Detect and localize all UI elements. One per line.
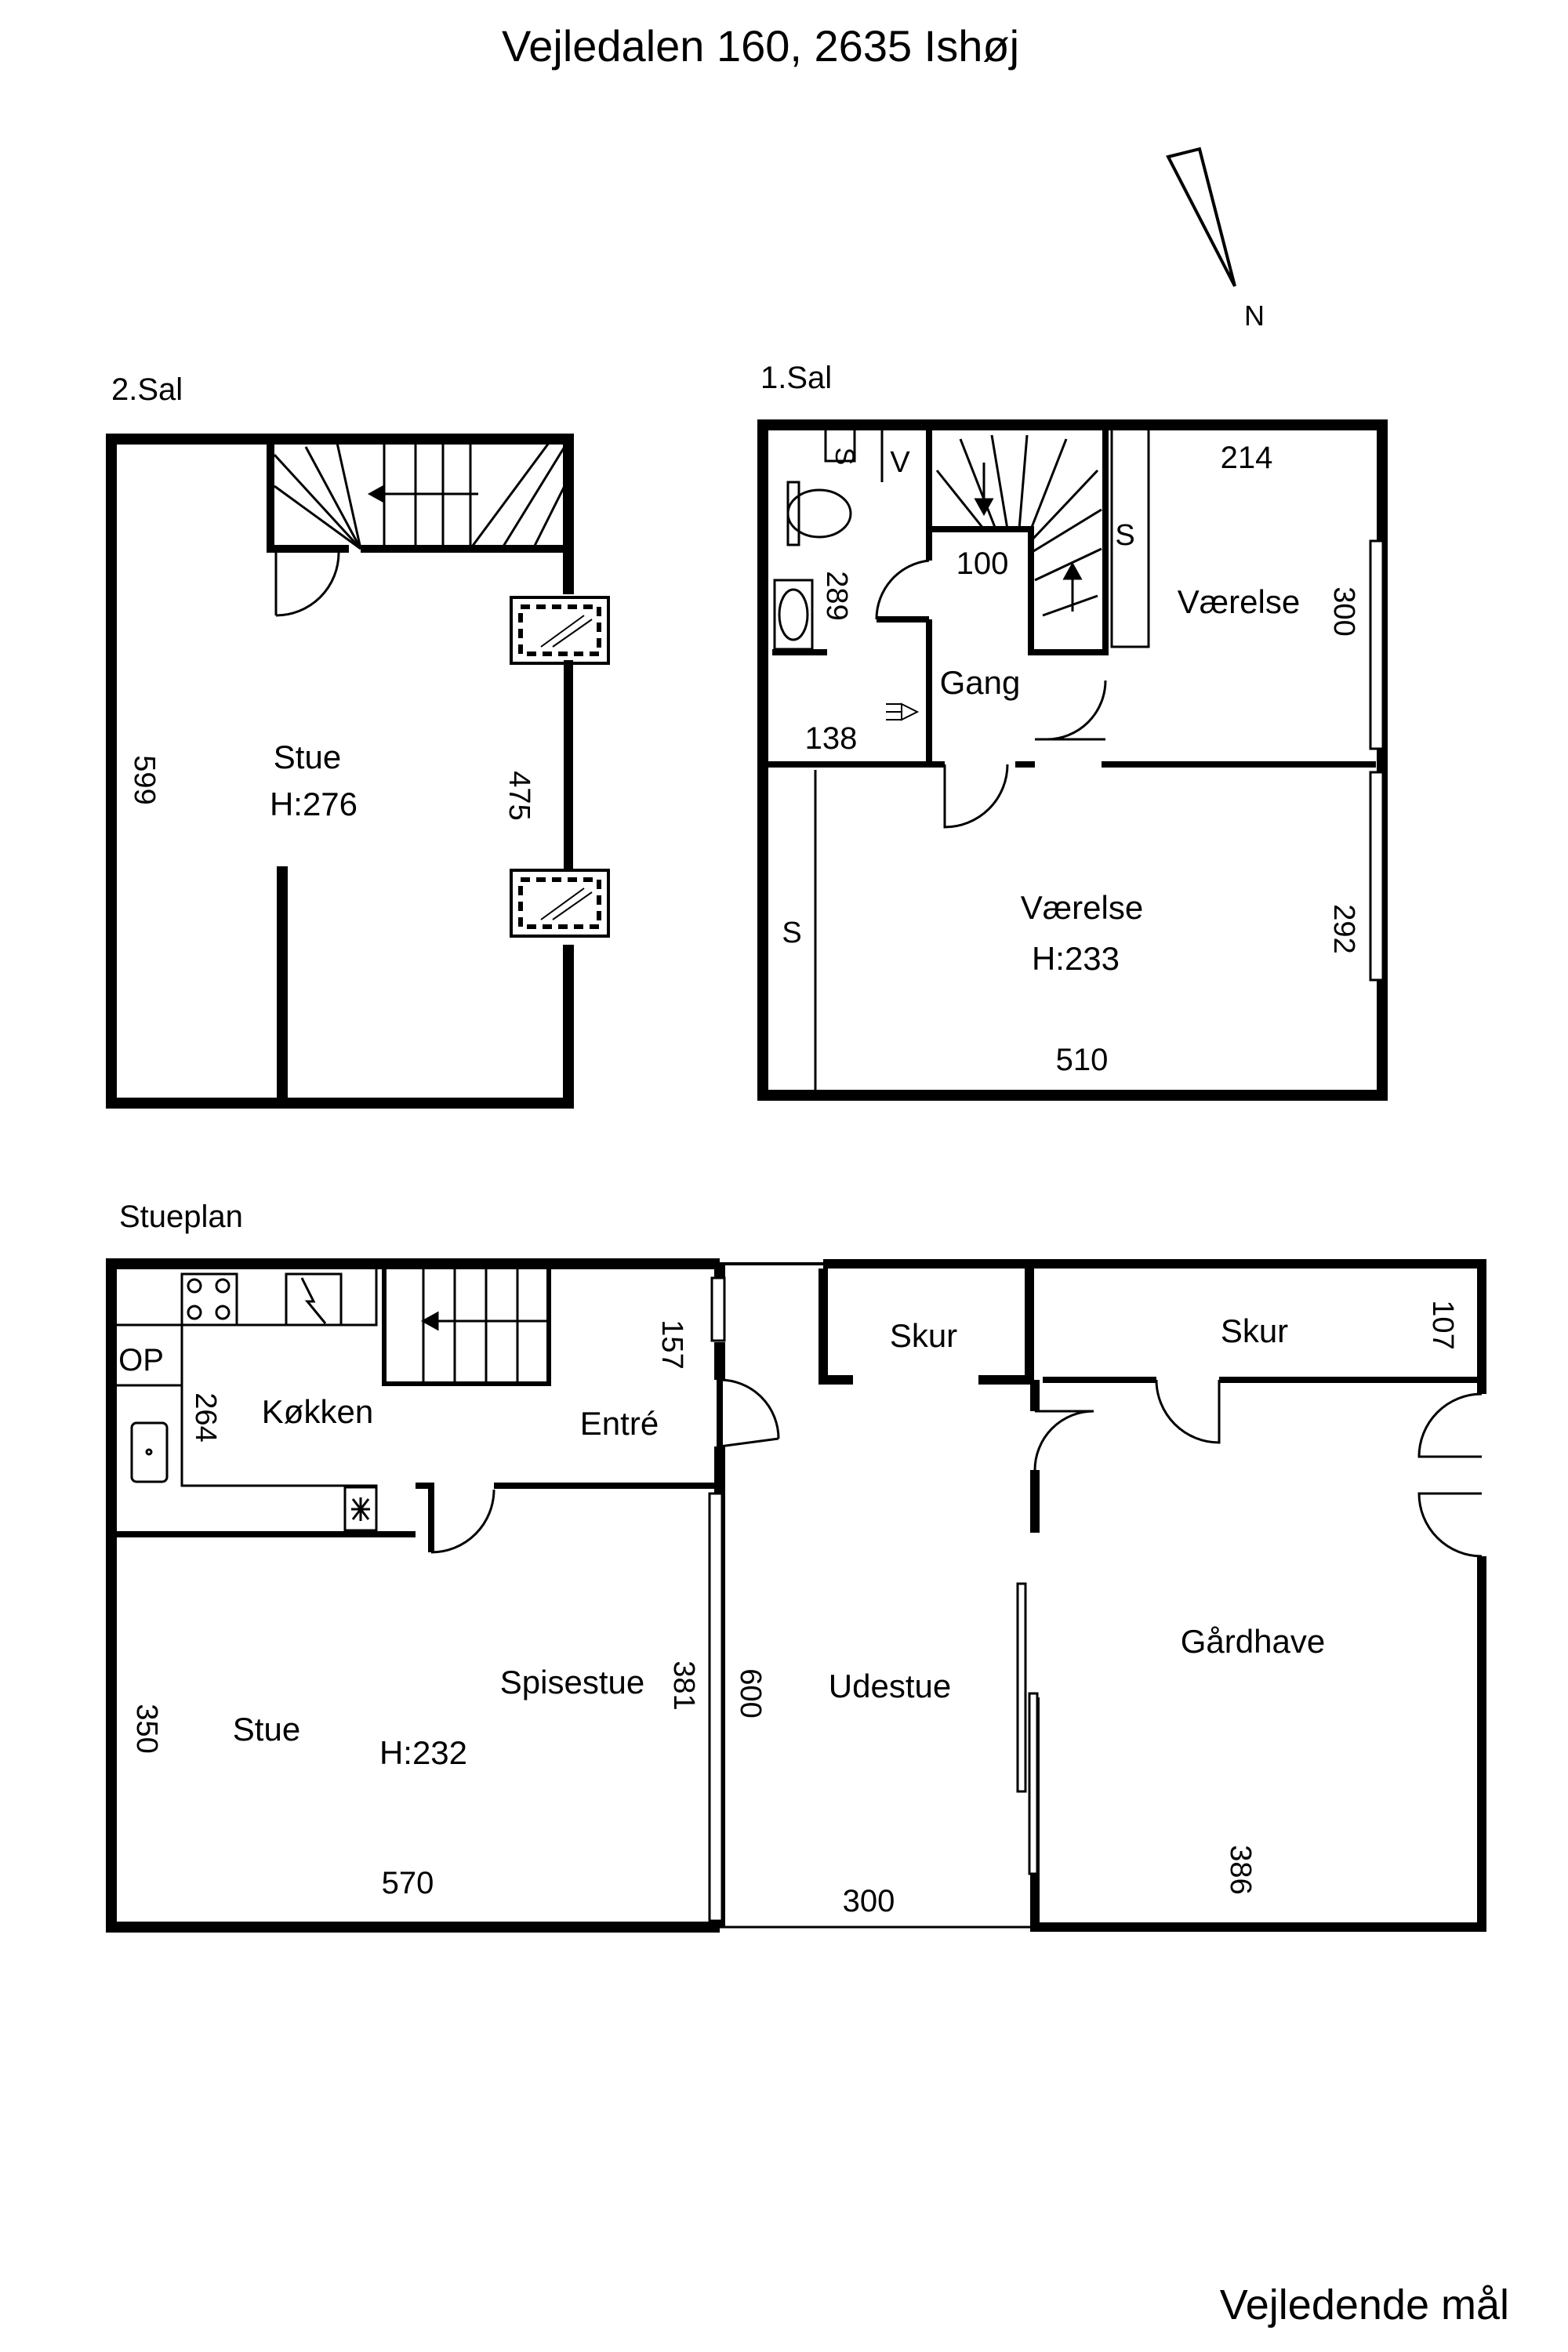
room-name: Skur	[890, 1317, 957, 1354]
floor-label-stueplan: Stueplan	[119, 1200, 243, 1234]
closet-label: S	[829, 448, 859, 466]
staircase-icon	[273, 439, 566, 550]
room-name: Udestue	[829, 1668, 951, 1704]
skylight-icon	[510, 869, 610, 938]
dimension-label: 599	[128, 755, 161, 804]
floor-stueplan-walls	[106, 1258, 1486, 1933]
room-name: Værelse	[1021, 889, 1143, 926]
compass-label: N	[1244, 299, 1265, 332]
door-icon	[274, 552, 340, 617]
dimension-label: 386	[1224, 1845, 1257, 1894]
staircase-icon	[420, 1269, 549, 1384]
door-icon	[430, 1378, 1483, 1558]
north-arrow-icon	[1166, 147, 1236, 287]
sink-icon	[130, 1421, 169, 1483]
dimension-label: 157	[655, 1319, 688, 1369]
room-name: Entré	[580, 1405, 659, 1442]
toilet-icon	[786, 481, 852, 546]
room-name: Køkken	[262, 1393, 373, 1430]
floor-2sal-walls	[106, 434, 574, 1109]
room-name: Gang	[940, 664, 1021, 701]
fan-icon	[343, 1486, 378, 1532]
door-icon	[875, 559, 1107, 829]
room-height: H:232	[379, 1734, 467, 1771]
dimension-label: 300	[1327, 586, 1360, 636]
dimension-label: 475	[503, 771, 535, 820]
bathtub-icon	[773, 579, 814, 651]
room-height: H:276	[270, 786, 358, 822]
staircase-icon	[935, 434, 1102, 617]
radiator-icon	[886, 702, 920, 721]
stove-icon	[180, 1272, 238, 1327]
dimension-label: 600	[734, 1668, 767, 1718]
floor-label-2sal: 2.Sal	[111, 372, 183, 407]
dimension-label: 138	[805, 721, 858, 756]
floor-label-1sal: 1.Sal	[760, 361, 832, 395]
dimension-label: 214	[1221, 441, 1273, 475]
dimension-label: 107	[1426, 1300, 1459, 1349]
dimension-label: 289	[820, 571, 853, 620]
dimension-label: 381	[667, 1661, 700, 1710]
appliance-label: OP	[118, 1343, 164, 1377]
footer-note: Vejledende mål	[1220, 2281, 1509, 2328]
closet-label: S	[1115, 519, 1134, 552]
dimension-label: 292	[1327, 904, 1360, 953]
dimension-label: 300	[843, 1884, 895, 1918]
plan-title: Vejledalen 160, 2635 Ishøj	[502, 21, 1019, 71]
dimension-label: 264	[189, 1392, 222, 1442]
fridge-icon	[285, 1272, 343, 1327]
room-height: H:233	[1032, 940, 1120, 977]
dimension-label: 510	[1056, 1043, 1109, 1077]
room-name: Skur	[1221, 1312, 1288, 1349]
room-name: Værelse	[1178, 583, 1300, 620]
room-name: Gårdhave	[1181, 1623, 1325, 1660]
floor-1sal-walls	[757, 419, 1388, 1101]
closet-label: S	[782, 916, 801, 949]
dimension-label: 570	[382, 1866, 434, 1900]
skylight-icon	[510, 596, 610, 665]
dimension-label: 350	[130, 1704, 163, 1753]
dimension-label: 100	[956, 546, 1009, 581]
room-name: Stue	[233, 1711, 300, 1748]
room-name: Stue	[274, 739, 341, 775]
room-name: Spisestue	[500, 1664, 644, 1700]
closet-label: V	[890, 446, 910, 479]
